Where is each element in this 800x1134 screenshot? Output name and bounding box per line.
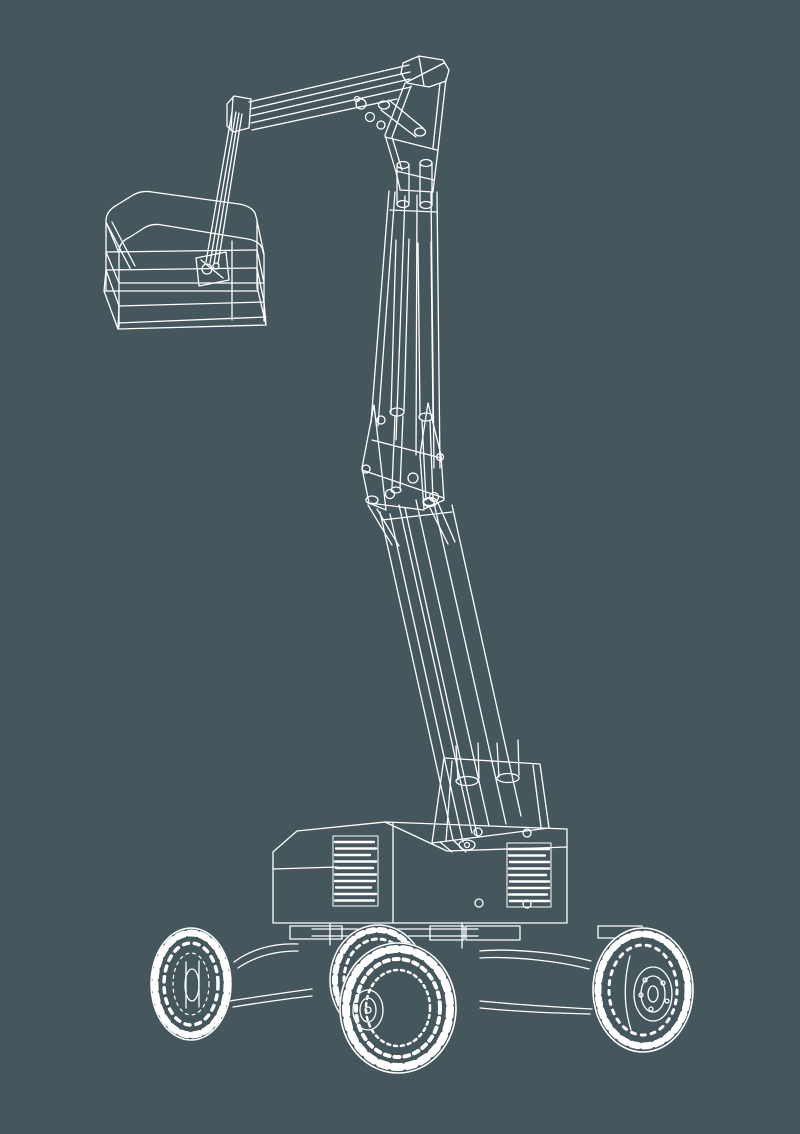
axle-brackets bbox=[290, 926, 642, 940]
wheel-right bbox=[592, 927, 694, 1053]
wheel-right-hub bbox=[625, 956, 672, 1030]
knuckle-joint bbox=[362, 403, 455, 546]
wheel-front-hub bbox=[347, 975, 383, 1042]
jib-beam-bars bbox=[249, 65, 411, 130]
left-vent-grille bbox=[333, 836, 378, 906]
basket-posts bbox=[106, 232, 264, 327]
knuckle-braces bbox=[362, 440, 455, 546]
knuckle-left-plate bbox=[362, 405, 386, 510]
wheel-right-tread bbox=[598, 934, 688, 1046]
wheel-left bbox=[150, 927, 232, 1041]
telescopic-boom bbox=[380, 500, 521, 842]
wheel-front bbox=[339, 942, 457, 1074]
knuckle-right-plate bbox=[420, 403, 444, 509]
basket-floor-tray bbox=[104, 268, 266, 329]
jib-cylinder bbox=[379, 100, 426, 137]
axle-left bbox=[229, 944, 312, 1007]
wheel-left-tread bbox=[155, 933, 227, 1035]
platform-basket bbox=[104, 191, 266, 329]
wheel-left-hub bbox=[185, 961, 199, 1008]
turret-outline bbox=[432, 758, 549, 843]
jib-arm bbox=[196, 65, 411, 286]
upright-arm bbox=[371, 191, 440, 506]
chassis-body bbox=[273, 822, 567, 923]
chassis-bolts bbox=[474, 828, 531, 908]
boom-pivot bbox=[459, 840, 475, 850]
arm-cylinder-right bbox=[418, 242, 435, 506]
basket-diagonal-brace bbox=[108, 222, 135, 270]
head-plates bbox=[385, 79, 446, 192]
boom-section-seam bbox=[382, 512, 452, 520]
head-link-tubes bbox=[397, 160, 432, 209]
jib-link-bars bbox=[206, 112, 242, 264]
head-joint bbox=[355, 56, 450, 209]
basket-top-rails bbox=[106, 191, 264, 266]
boom-chords bbox=[380, 500, 521, 842]
chassis-outline bbox=[273, 822, 567, 923]
arm-cylinder-left bbox=[390, 239, 409, 493]
axle-right bbox=[480, 950, 592, 1014]
lift-cylinder-right-end bbox=[497, 740, 519, 783]
linework-root bbox=[104, 56, 694, 1074]
basket-mid-rails bbox=[106, 250, 264, 283]
wheel-front-tread bbox=[346, 949, 450, 1067]
